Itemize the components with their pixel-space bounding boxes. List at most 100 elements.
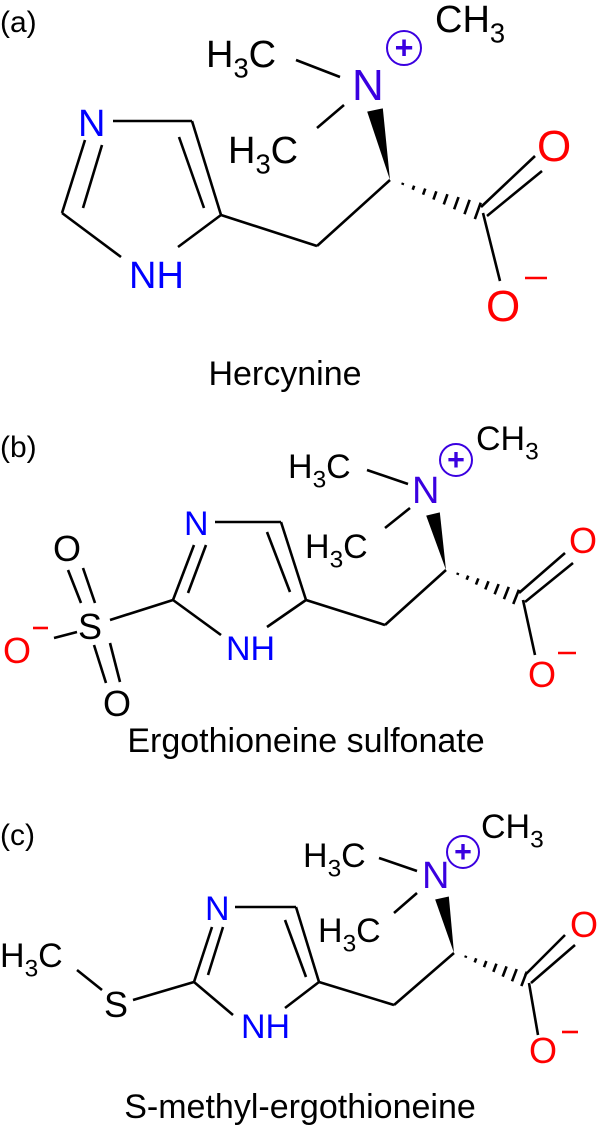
atom-text: C [326, 448, 351, 486]
bond [92, 644, 108, 684]
bond [279, 521, 308, 601]
bond [480, 155, 536, 208]
atom-text: C [356, 912, 381, 950]
atom-text: H [303, 837, 328, 875]
carbonyl-oxygen: O [537, 122, 571, 171]
carbonyl-oxygen: O [570, 904, 598, 945]
bond [193, 981, 234, 1016]
subscript: 3 [530, 827, 544, 854]
methyl-group: CH3 [481, 808, 544, 854]
bond [60, 139, 87, 214]
bond [295, 58, 341, 79]
bond [192, 926, 214, 983]
sulfur-atom: S [104, 984, 128, 1025]
wedge-bond [367, 108, 390, 180]
atom-text: CH [476, 420, 525, 458]
atom-text: H [288, 448, 313, 486]
sulfonate-oxygen: O [3, 630, 31, 671]
atom-text: H [228, 130, 255, 172]
subscript: 3 [343, 931, 357, 958]
bond [171, 544, 196, 601]
bond [108, 642, 122, 683]
hash-line [501, 965, 508, 978]
hash-line [473, 957, 478, 963]
hash-line [464, 955, 468, 959]
bond [177, 136, 206, 209]
methyl-group: H3C [305, 528, 368, 574]
ring-nitrogen: N [184, 505, 209, 543]
hash-line [442, 193, 449, 205]
subscript: 3 [330, 547, 344, 574]
bond [177, 213, 222, 249]
wedge-bond [435, 896, 454, 953]
sulfonyl-oxygen: O [53, 528, 81, 569]
atom-text: C [343, 528, 368, 566]
bond [316, 179, 391, 247]
panel-label: (b) [0, 431, 37, 464]
carboxylate-oxygen: O [486, 282, 520, 331]
hash-line [484, 580, 490, 590]
hash-line [492, 963, 498, 973]
ring-nh: NH [129, 255, 184, 297]
atom-text: CH [435, 0, 490, 41]
ammonium-nitrogen: N [352, 61, 384, 110]
charge-circle [386, 30, 422, 66]
methyl-group: CH3 [435, 0, 505, 49]
carboxylate-oxygen: O [529, 1030, 557, 1071]
bond [518, 552, 566, 594]
bond [318, 980, 395, 1007]
subscript: 3 [525, 439, 539, 466]
sulfur-atom: S [78, 606, 102, 647]
ammonium-nitrogen: N [412, 470, 439, 512]
bond [190, 120, 223, 216]
methyl-group: H3C [303, 837, 366, 883]
bond [486, 169, 543, 218]
bond [524, 561, 574, 604]
sulfonyl-oxygen: O [103, 683, 131, 724]
bond [284, 980, 320, 1010]
compound-name: S-methyl-ergothioneine [124, 1088, 476, 1126]
hash-line [411, 185, 416, 191]
atom-text: C [249, 34, 276, 76]
compound-name: Ergothioneine sulfonate [127, 722, 484, 760]
methyl-group: CH3 [476, 420, 539, 466]
bond [172, 598, 222, 637]
methyl-group: H3C [318, 912, 381, 958]
bond [384, 569, 447, 626]
atom-text: H [305, 528, 330, 566]
carboxylate-oxygen: O [528, 654, 556, 695]
subscript: 3 [313, 467, 327, 494]
ring-nh: NH [241, 1008, 290, 1046]
hashed-bond [456, 572, 521, 605]
subscript: 3 [490, 18, 505, 49]
bond [316, 104, 345, 129]
bond [393, 952, 455, 1006]
hashed-bond [464, 955, 529, 987]
atom-text: C [341, 837, 366, 875]
plus-sign: + [395, 30, 414, 66]
subscript: 3 [25, 956, 39, 983]
bond [521, 599, 537, 656]
bond [283, 919, 308, 978]
atom-text: C [38, 937, 63, 975]
carbonyl-oxygen: O [569, 520, 597, 561]
positive-charge-icon: + [439, 443, 473, 477]
panel-label: (c) [0, 819, 35, 852]
panel-label: (a) [0, 6, 37, 39]
subscript: 3 [255, 149, 270, 180]
wedge-bond [426, 512, 446, 570]
bond [265, 531, 292, 593]
bond [366, 468, 409, 486]
atom-text: H [0, 937, 25, 975]
panel-c-s-methyl-ergothioneine: (c)H3CCH3H3CN+OONNHSH3CS-methyl-ergothio… [0, 808, 598, 1126]
subscript: 3 [233, 53, 248, 84]
positive-charge-icon: + [386, 30, 422, 66]
hash-line [432, 190, 438, 200]
bond [384, 506, 411, 530]
hash-line [482, 960, 488, 968]
positive-charge-icon: + [446, 835, 480, 869]
subscript: 3 [328, 856, 342, 883]
hash-line [473, 202, 482, 220]
plus-sign: + [447, 443, 465, 477]
